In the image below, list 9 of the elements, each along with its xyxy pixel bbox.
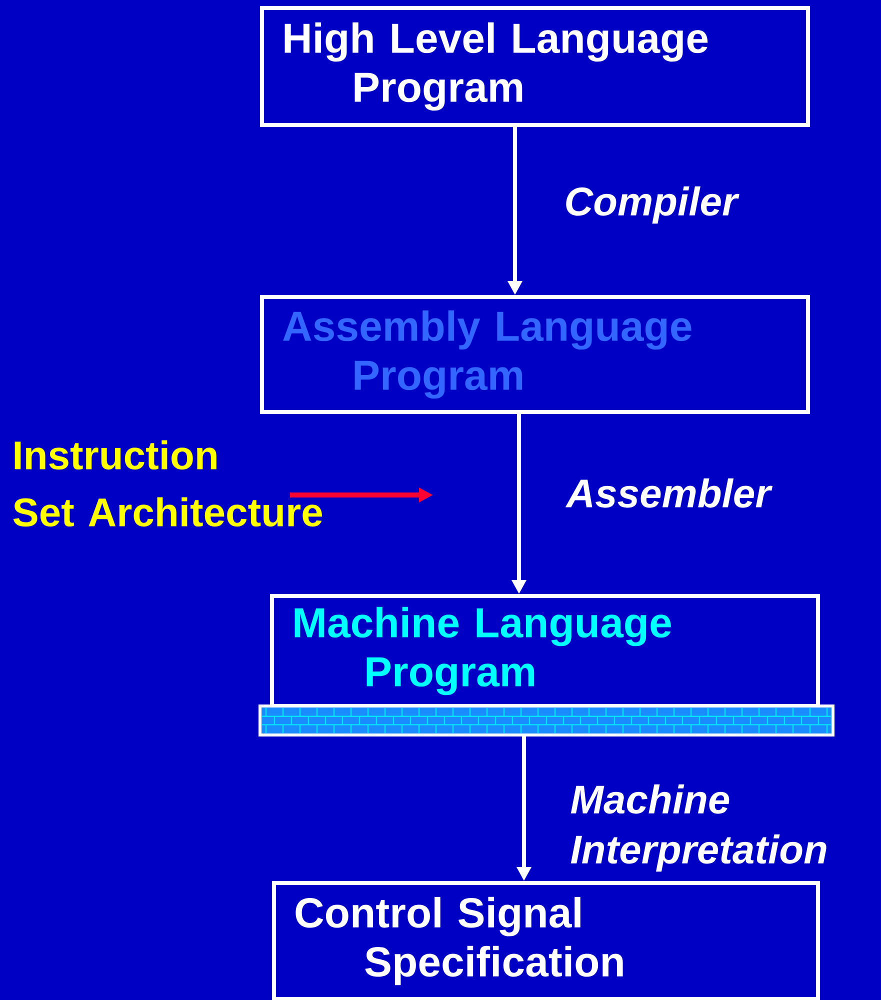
edge-label: Assembler bbox=[565, 478, 773, 508]
process-box: Control Signal Specification bbox=[272, 881, 820, 1000]
process-box: Assembly Language Program bbox=[260, 295, 810, 414]
brick-bar bbox=[258, 704, 834, 736]
edge-label: Compiler bbox=[566, 186, 740, 224]
process-box: High Level Language Program bbox=[260, 6, 810, 127]
process-box: Machine Language Program bbox=[270, 594, 820, 708]
annotation-text: Instruction Set Architecture bbox=[13, 440, 322, 527]
edge-label: Machine Interpretation bbox=[570, 784, 826, 872]
